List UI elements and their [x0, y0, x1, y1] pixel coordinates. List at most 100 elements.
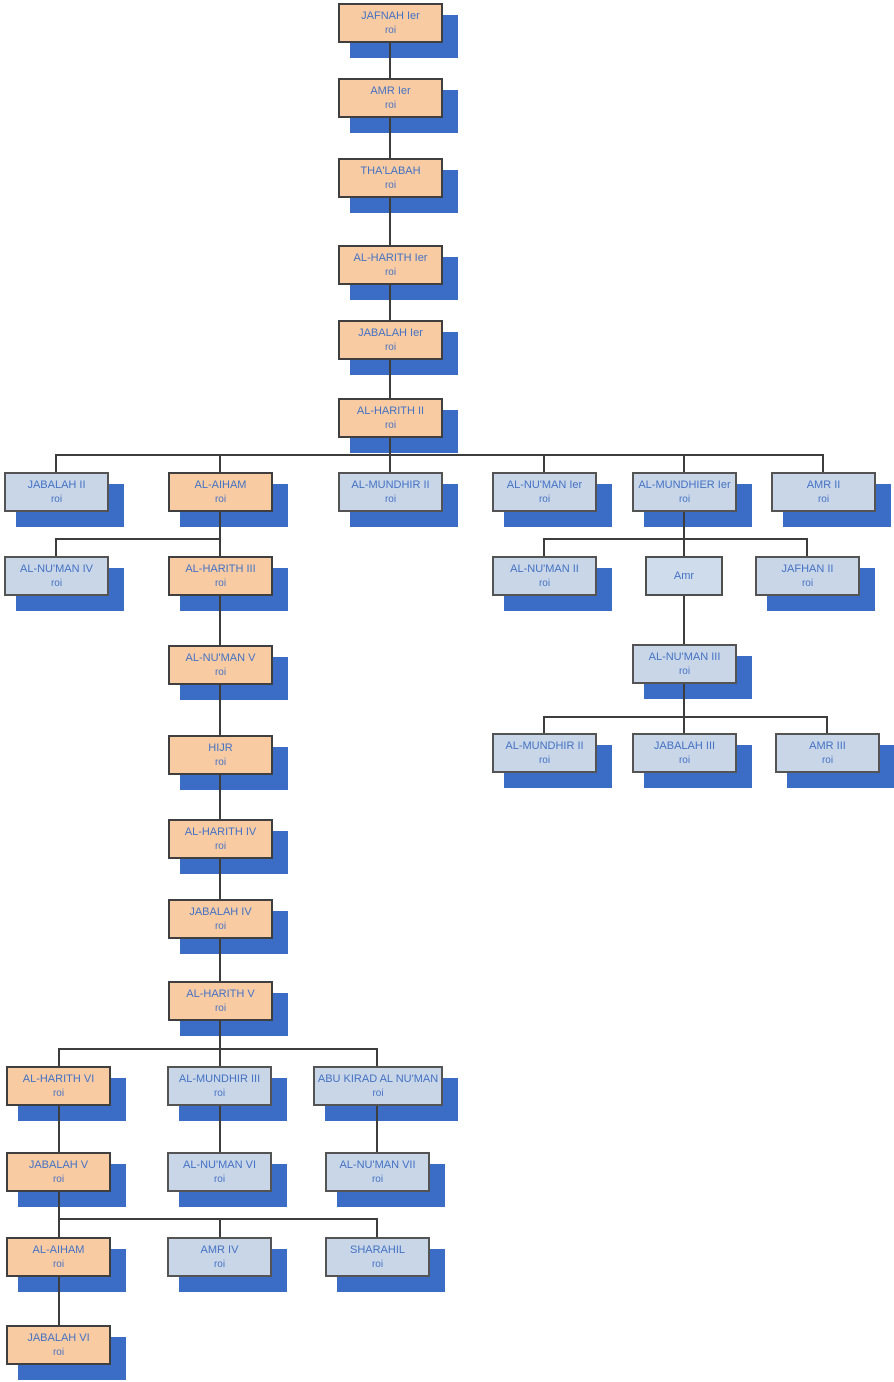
tree-connector-line	[683, 512, 685, 538]
person-title: roi	[52, 1087, 65, 1099]
tree-connector-line	[389, 455, 391, 472]
tree-connector-line	[58, 1049, 60, 1066]
person-title: roi	[214, 493, 227, 505]
person-title: roi	[538, 577, 551, 589]
person-title: roi	[214, 756, 227, 768]
person-title: roi	[384, 24, 397, 36]
person-title: roi	[384, 266, 397, 278]
tree-connector-line	[55, 455, 57, 472]
person-name: SHARAHIL	[349, 1244, 406, 1257]
tree-connector-line	[376, 1219, 378, 1237]
person-title: roi	[817, 493, 830, 505]
tree-connector-line	[389, 198, 391, 245]
person-name: AL-HARITH IV	[184, 826, 257, 839]
person-name: HIJR	[208, 742, 233, 755]
person-name: AL-MUNDHIR II	[351, 479, 430, 492]
person-name: AL-NU'MAN III	[648, 651, 721, 664]
person-title: roi	[384, 179, 397, 191]
person-name: JAFNAH Ier	[361, 10, 420, 23]
person-title: roi	[213, 1087, 226, 1099]
person-name: AL-NU'MAN V	[185, 652, 256, 665]
tree-connector-line	[389, 360, 391, 398]
person-name: AL-NU'MAN IV	[20, 563, 93, 576]
tree-connector-line	[55, 454, 824, 456]
person-title: roi	[214, 920, 227, 932]
person-name: AL-NU'MAN VI	[183, 1159, 256, 1172]
person-title: roi	[678, 493, 691, 505]
tree-connector-line	[683, 717, 685, 733]
tree-connector-line	[683, 539, 685, 556]
tree-connector-line	[683, 455, 685, 472]
tree-connector-line	[822, 455, 824, 472]
person-name: AL-HARITH VI	[22, 1073, 95, 1086]
person-name: JABALAH IV	[189, 906, 252, 919]
person-name: AL-MUNDHIER Ier	[638, 479, 731, 492]
person-name: AL-HARITH V	[186, 988, 255, 1001]
person-title: roi	[821, 754, 834, 766]
tree-connector-line	[58, 1106, 60, 1152]
person-title: roi	[538, 493, 551, 505]
tree-connector-line	[389, 438, 391, 455]
tree-connector-line	[543, 717, 545, 733]
person-name: AMR III	[809, 740, 846, 753]
person-title: roi	[384, 341, 397, 353]
person-title: roi	[678, 754, 691, 766]
tree-connector-line	[58, 1219, 60, 1237]
person-title: roi	[372, 1087, 384, 1099]
tree-connector-line	[58, 1048, 378, 1050]
person-name: JAFHAN II	[781, 563, 834, 576]
person-name: JABALAH III	[653, 740, 716, 753]
person-name: AL-NU'MAN II	[510, 563, 579, 576]
tree-node-amr[interactable]: Amr	[645, 556, 723, 596]
tree-connector-line	[219, 512, 221, 538]
person-name: AL-NU'MAN VII	[339, 1159, 416, 1172]
person-title: roi	[538, 754, 551, 766]
person-title: roi	[214, 1002, 227, 1014]
person-name: AL-HARITH III	[185, 563, 256, 576]
tree-connector-line	[806, 539, 808, 556]
tree-connector-line	[219, 775, 221, 819]
tree-connector-line	[58, 1277, 60, 1325]
person-title: roi	[384, 99, 397, 111]
person-title: roi	[52, 1258, 65, 1270]
person-title: roi	[384, 419, 397, 431]
person-name: JABALAH II	[27, 479, 86, 492]
tree-connector-line	[219, 1219, 221, 1237]
person-title: roi	[214, 666, 227, 678]
